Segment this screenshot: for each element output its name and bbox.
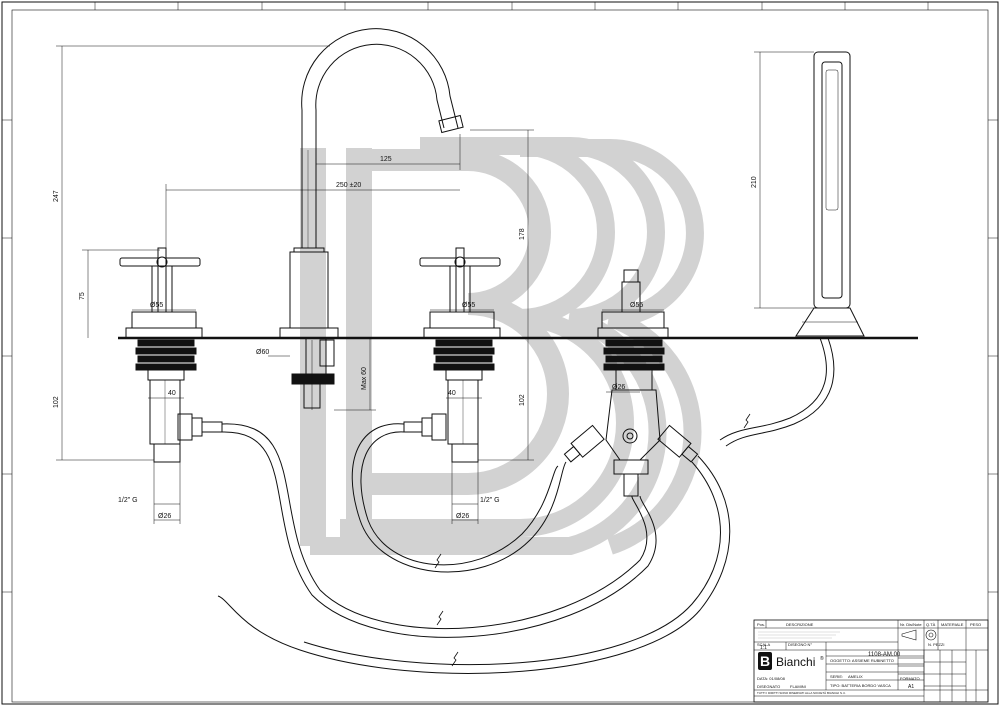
dim-125: 125: [380, 156, 392, 163]
center-valve: [403, 247, 501, 463]
dim-102-right: 102: [519, 394, 526, 406]
dimension-lines: [56, 45, 814, 524]
header-qty: Nr. Dis/Note: [900, 622, 922, 627]
dim-phi26-diverter: Ø26: [612, 384, 625, 391]
header-qt: Q.TÀ: [926, 622, 936, 627]
title-block: [753, 619, 989, 703]
dim-phi60: Ø60: [256, 349, 269, 356]
spout: [279, 28, 464, 410]
dim-75: 75: [79, 292, 86, 300]
pieces-label: N. PEZZI: [928, 642, 944, 647]
disegnato-value: FLAMINI: [790, 684, 806, 689]
header-pos: Pos.: [757, 622, 765, 627]
header-desc: DESCRIZIONE: [786, 622, 814, 627]
bianchi-logo-icon: B: [758, 652, 772, 670]
dim-40-center: 40: [448, 390, 456, 397]
dim-178: 178: [519, 228, 526, 240]
serie-label: SERIE:: [830, 674, 843, 679]
dim-thread-left: 1/2" G: [118, 497, 138, 504]
brand-registered: ®: [820, 655, 824, 662]
dim-phi55-center: Ø55: [462, 302, 475, 309]
tipo: TIPO: BATTERIA BORDO VASCA: [830, 683, 891, 688]
brand-name: Bianchi: [776, 655, 815, 669]
logo-mark: B: [760, 653, 770, 669]
formato-value: A1: [908, 684, 914, 690]
data-date: DATA: 01/08/08: [757, 676, 786, 681]
dim-102-left: 102: [53, 396, 60, 408]
dim-max60: Max 60: [361, 367, 368, 390]
drawing-number: 1108-AM.00: [868, 652, 901, 658]
dim-247: 247: [53, 190, 60, 202]
oggetto: OGGETTO: ASSIEME RUBINETTO: [830, 658, 894, 663]
dim-phi55-diverter: Ø55: [630, 302, 643, 309]
dim-phi26-left: Ø26: [158, 513, 171, 520]
scale-value: 1:1: [760, 645, 767, 651]
watermark-logo-icon: [300, 137, 704, 555]
disegnato-label: DISEGNATO: [757, 684, 780, 689]
header-peso: PESO: [970, 622, 981, 627]
frame-ticks: [2, 2, 998, 593]
scale-label: SCALA: [757, 642, 770, 647]
dim-210: 210: [751, 176, 758, 188]
drawing-label: DISEGNO N°: [788, 642, 812, 647]
rights-note: TUTTI I DIRITTI SONO RISERVATI ALLA SOCI…: [757, 691, 846, 695]
hand-shower: [795, 51, 865, 337]
header-mat: MATERIALE: [941, 622, 964, 627]
diverter-valve: [563, 269, 699, 497]
formato-label: FORMATO: [900, 676, 920, 681]
dim-thread-center: 1/2" G: [480, 497, 500, 504]
flexible-hoses: [217, 337, 835, 674]
title-block-fineprint: [758, 631, 840, 639]
dim-250: 250 ±20: [336, 182, 361, 189]
dim-phi55-left: Ø55: [150, 302, 163, 309]
serie-value: AMELIX: [848, 674, 863, 679]
dim-40-left: 40: [168, 390, 176, 397]
dim-phi26-center: Ø26: [456, 513, 469, 520]
first-angle-projection-icon: [901, 629, 937, 641]
left-valve: [119, 247, 223, 463]
